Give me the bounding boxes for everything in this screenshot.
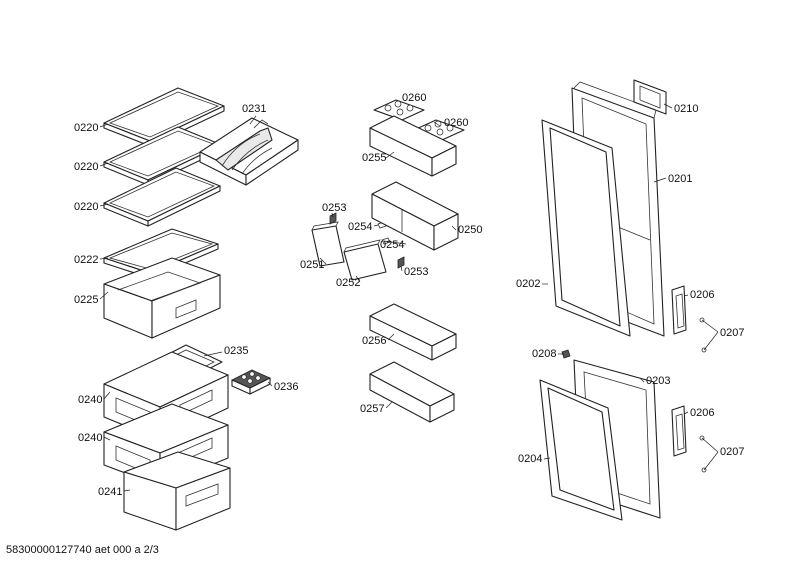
hinge-pin (561, 349, 571, 359)
handle-cover (633, 79, 667, 115)
callout-shelf-1: 0220 (74, 122, 98, 134)
callout-egg-tray-b: 0260 (444, 117, 468, 129)
callout-flap-left: 0251 (300, 259, 324, 271)
door-rack-top (369, 115, 457, 177)
callout-hinge-upper: 0206 (690, 289, 714, 301)
callout-handle-cover: 0210 (674, 103, 698, 115)
flap-right (343, 239, 387, 281)
callout-shelf-3: 0220 (74, 201, 98, 213)
callout-drawer-lid: 0235 (224, 345, 248, 357)
callout-pin-b: 0254 (380, 239, 404, 251)
freezer-drawer-3 (123, 451, 231, 531)
callout-upper-gasket: 0202 (516, 278, 540, 290)
screws-lower (699, 435, 707, 473)
clip-0253-b (397, 256, 405, 269)
leader-lines (99, 103, 719, 492)
glass-shelf-3 (103, 167, 221, 227)
ice-tray (231, 369, 271, 395)
screws-upper (699, 317, 707, 353)
callout-crisper-tray: 0225 (74, 294, 98, 306)
callout-screws-lower: 0207 (720, 446, 744, 458)
door-rack-bottom (369, 361, 455, 423)
hinge-lower (671, 405, 687, 457)
callout-drawer-2: 0240 (78, 432, 102, 444)
callout-door-rack-bottom: 0257 (360, 403, 384, 415)
callout-door-rack-lower: 0256 (362, 335, 386, 347)
callout-hinge-pin: 0208 (532, 348, 556, 360)
clip-0253-a (329, 212, 337, 225)
hinge-upper (671, 285, 687, 335)
door-rack-lower (369, 303, 457, 361)
callout-door-rack-top: 0255 (362, 152, 386, 164)
bottle-holder (199, 117, 299, 186)
callout-screws-upper: 0207 (720, 327, 744, 339)
flap-left (311, 221, 345, 267)
callout-clip-a: 0253 (322, 202, 346, 214)
callout-door-rack-mid: 0250 (458, 224, 482, 236)
crisper-tray (103, 257, 221, 339)
callout-shelf-2: 0220 (74, 161, 98, 173)
callout-clip-b: 0253 (404, 266, 428, 278)
upper-gasket (541, 119, 631, 337)
callout-egg-tray-a: 0260 (402, 92, 426, 104)
door-rack-mid (371, 181, 459, 251)
callout-shelf-4: 0222 (74, 254, 98, 266)
egg-tray-upper (373, 99, 425, 121)
lower-gasket (539, 379, 623, 521)
callout-hinge-lower: 0206 (690, 407, 714, 419)
callout-upper-door: 0201 (668, 173, 692, 185)
callout-ice-tray: 0236 (274, 381, 298, 393)
document-footer: 58300000127740 aet 000 a 2/3 (6, 544, 159, 556)
callout-bottle-holder: 0231 (242, 103, 266, 115)
callout-drawer-3: 0241 (98, 486, 122, 498)
callout-pin-a: 0254 (348, 221, 372, 233)
callout-drawer-1: 0240 (78, 394, 102, 406)
callout-flap-right: 0252 (336, 277, 360, 289)
callout-lower-gasket: 0204 (518, 453, 542, 465)
callout-lower-door: 0203 (646, 375, 670, 387)
